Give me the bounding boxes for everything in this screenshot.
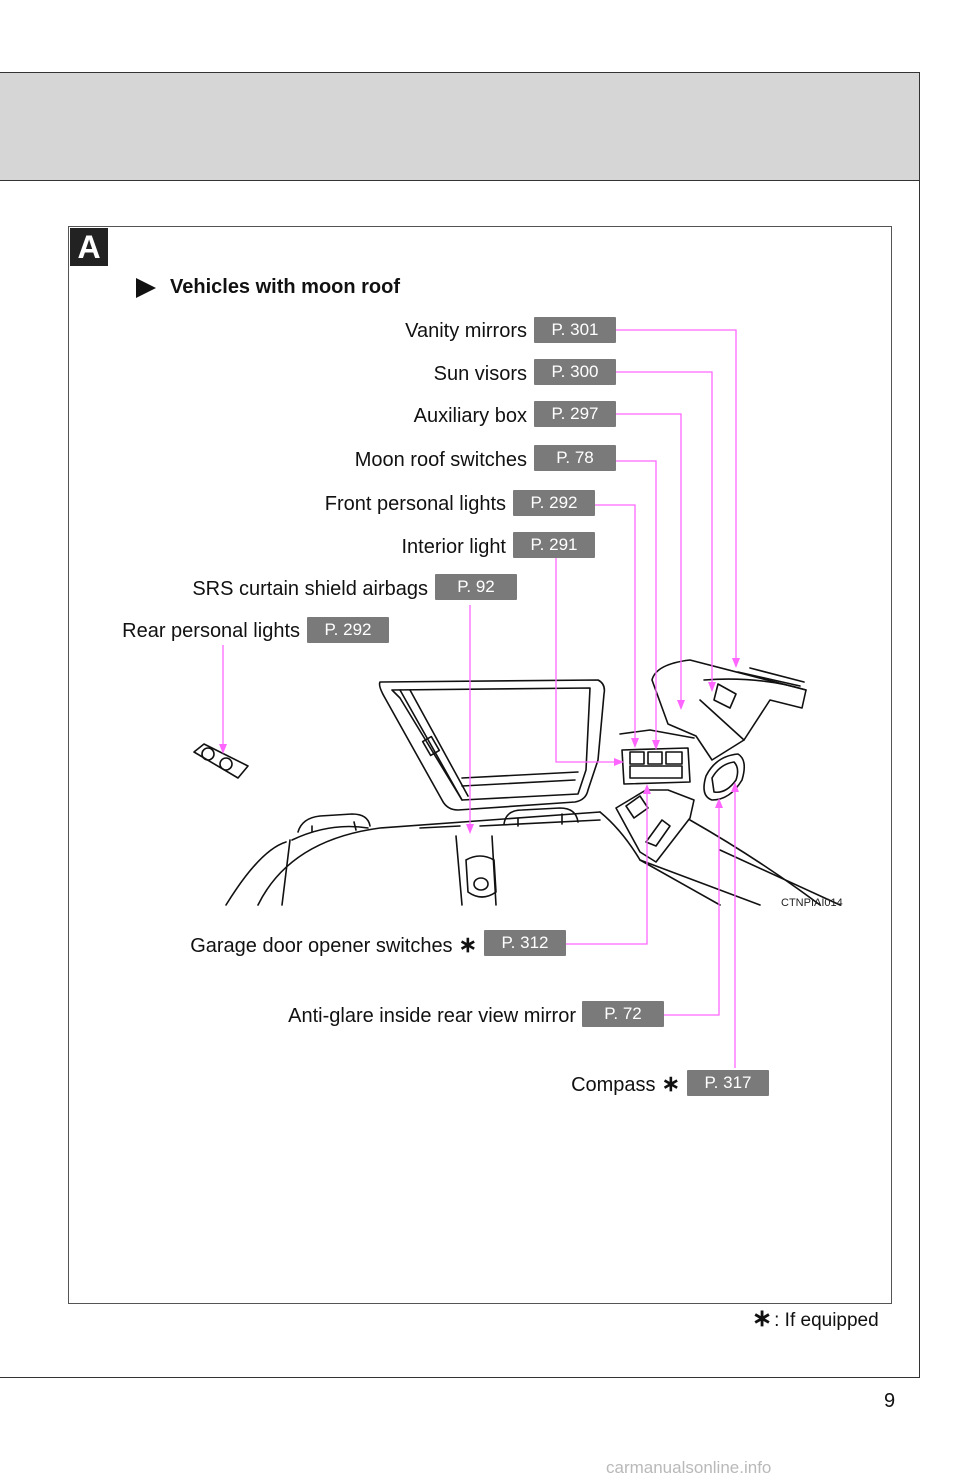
footnote: ∗: If equipped [752, 1304, 879, 1333]
callout-label-moon-roof-switches: Moon roof switches [354, 449, 527, 471]
callout-label-interior-light: Interior light [401, 536, 507, 558]
callout-label-garage-door-opener-switches-text: Garage door opener switches [190, 935, 453, 957]
callout-label-rear-personal-lights: Rear personal lights [122, 620, 300, 642]
figure-code: CTNPIAI014 [781, 897, 843, 909]
watermark: carmanualsonline.info [606, 1458, 772, 1477]
triangle-bullet-icon [136, 277, 156, 298]
page-ref-srs-curtain-shield-airbags[interactable]: P. 92 [435, 574, 517, 600]
footnote-text: : If equipped [774, 1310, 879, 1331]
callout-label-compass: Compass∗ [571, 1072, 680, 1097]
if-equipped-mark: ∗ [458, 932, 477, 957]
section-badge: A [70, 228, 108, 266]
figure-heading-text: Vehicles with moon roof [170, 276, 401, 298]
page-number: 9 [884, 1390, 896, 1412]
page-ref-compass[interactable]: P. 317 [687, 1070, 769, 1096]
header-band [0, 72, 920, 181]
page-ref-rear-personal-lights[interactable]: P. 292 [307, 617, 389, 643]
callout-label-garage-door-opener-switches: Garage door opener switches∗ [190, 933, 477, 958]
callout-label-srs-curtain-shield-airbags: SRS curtain shield airbags [192, 578, 428, 600]
figure-panel [68, 226, 892, 1304]
callout-label-front-personal-lights: Front personal lights [324, 493, 506, 515]
callout-label-auxiliary-box: Auxiliary box [413, 405, 527, 427]
callout-label-anti-glare-mirror: Anti-glare inside rear view mirror [288, 1005, 576, 1027]
callout-label-vanity-mirrors: Vanity mirrors [405, 320, 527, 342]
page-ref-sun-visors[interactable]: P. 300 [534, 359, 616, 385]
figure-heading: Vehicles with moon roof [136, 276, 400, 299]
page-ref-front-personal-lights[interactable]: P. 292 [513, 490, 595, 516]
page-ref-interior-light[interactable]: P. 291 [513, 532, 595, 558]
page-ref-moon-roof-switches[interactable]: P. 78 [534, 445, 616, 471]
callout-label-compass-text: Compass [571, 1074, 656, 1096]
if-equipped-mark: ∗ [661, 1071, 680, 1096]
page-ref-auxiliary-box[interactable]: P. 297 [534, 401, 616, 427]
page-ref-vanity-mirrors[interactable]: P. 301 [534, 317, 616, 343]
page-ref-garage-door-opener-switches[interactable]: P. 312 [484, 930, 566, 956]
footnote-mark: ∗ [752, 1305, 773, 1332]
page-ref-anti-glare-mirror[interactable]: P. 72 [582, 1001, 664, 1027]
page-right-rule [919, 72, 920, 1378]
page-bottom-rule [0, 1377, 920, 1378]
callout-label-sun-visors: Sun visors [433, 363, 527, 385]
